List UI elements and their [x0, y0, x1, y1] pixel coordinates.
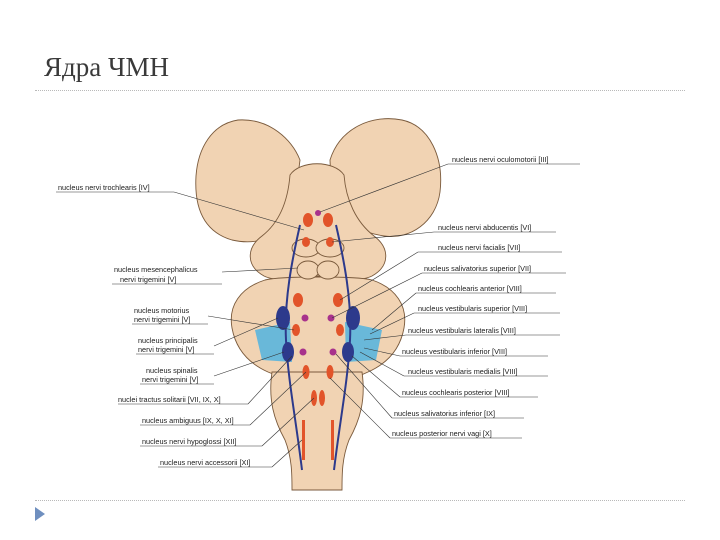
- superior-colliculus-right: [316, 260, 340, 280]
- abducens-nucleus-left: [302, 237, 310, 247]
- medulla: [270, 371, 364, 491]
- label-spinal-trigeminal-1: nucleus spinalis: [146, 366, 198, 375]
- salivatory-superior-left: [301, 314, 309, 322]
- label-cochlear-posterior: nucleus cochlearis posterior [VIII]: [402, 388, 509, 397]
- leader-r-8: [363, 347, 401, 357]
- leader-l-6: [247, 355, 293, 405]
- label-facial: nucleus nervi facialis [VII]: [438, 243, 520, 252]
- label-principal-trigeminal-1: nucleus principalis: [138, 336, 198, 345]
- salivatory-inferior-left: [299, 348, 307, 356]
- label-motor-trigeminal-2: nervi trigemini [V]: [134, 315, 190, 324]
- solitary-nucleus-right: [342, 342, 354, 362]
- leader-l-9: [271, 439, 303, 468]
- leader-r-12: [329, 377, 391, 439]
- trochlear-center: [315, 210, 321, 216]
- leader-l-7: [249, 371, 307, 426]
- label-vagus-posterior: nucleus posterior nervi vagi [X]: [392, 429, 492, 438]
- oculomotor-nucleus-right: [323, 213, 333, 227]
- accessory-left: [302, 420, 305, 460]
- label-mesencephalic-2: nervi trigemini [V]: [120, 275, 176, 284]
- leader-r-9: [359, 351, 405, 377]
- motor-trigeminal-left: [292, 324, 300, 336]
- autonomic-nuclei: [299, 210, 337, 356]
- oculomotor-nucleus-left: [303, 213, 313, 227]
- leader-r-7: [363, 334, 407, 341]
- label-salivatory-superior: nucleus salivatorius superior [VII]: [424, 264, 531, 273]
- ambiguus-right: [326, 365, 334, 379]
- label-oculomotor: nucleus nervi oculomotorii [III]: [452, 155, 549, 164]
- leader-l-5: [213, 351, 285, 377]
- label-principal-trigeminal-2: nervi trigemini [V]: [138, 345, 194, 354]
- top-divider: [35, 90, 685, 91]
- slide-title: Ядра ЧМН: [44, 52, 170, 82]
- leader-r-11: [335, 353, 393, 419]
- label-motor-trigeminal-1: nucleus motorius: [134, 306, 190, 315]
- bullet-triangle-icon: [35, 507, 45, 521]
- accessory-right: [331, 420, 334, 460]
- pons: [230, 276, 406, 381]
- label-ambiguus: nucleus ambiguus [IX, X, XI]: [142, 416, 234, 425]
- hypoglossal-right: [319, 390, 325, 406]
- label-vestibular-lateral: nucleus vestibularis lateralis [VIII]: [408, 326, 516, 335]
- labels-left: nucleus nervi trochlearis [IV] nucleus m…: [58, 183, 250, 467]
- leader-l-2: [221, 267, 299, 273]
- leader-r-4: [331, 272, 423, 319]
- facial-nucleus-left: [293, 293, 303, 307]
- right-vestibular-region: [345, 322, 382, 362]
- label-solitary-tract: nuclei tractus solitarii [VII, IX, X]: [118, 395, 221, 404]
- label-underlines: [56, 163, 580, 468]
- abducens-nucleus-right: [326, 237, 334, 247]
- label-vestibular-superior: nucleus vestibularis superior [VIII]: [418, 304, 527, 313]
- label-cochlear-anterior: nucleus cochlearis anterior [VIII]: [418, 284, 522, 293]
- label-mesencephalic-1: nucleus mesencephalicus: [114, 265, 198, 274]
- leader-r-2: [331, 231, 435, 243]
- salivatory-superior-right: [327, 314, 335, 322]
- motor-nuclei: [292, 213, 344, 460]
- label-spinal-trigeminal-2: nervi trigemini [V]: [142, 375, 198, 384]
- principal-trigeminal-right: [346, 306, 360, 330]
- leader-l-8: [261, 397, 315, 447]
- label-abducens: nucleus nervi abducentis [VI]: [438, 223, 531, 232]
- label-hypoglossal: nucleus nervi hypoglossi [XII]: [142, 437, 237, 446]
- leader-r-6: [369, 312, 415, 335]
- labels-right: nucleus nervi oculomotorii [III] nucleus…: [392, 155, 549, 438]
- facial-nucleus-right: [333, 293, 343, 307]
- leader-r-10: [351, 355, 401, 398]
- leader-r-5: [371, 292, 417, 331]
- mesencephalic-tract-right: [333, 224, 352, 471]
- principal-trigeminal-left: [276, 306, 290, 330]
- leader-r-1: [319, 163, 449, 213]
- label-salivatory-inferior: nucleus salivatorius inferior [IX]: [394, 409, 495, 418]
- superior-colliculus-left: [296, 260, 320, 280]
- mesencephalic-tract-left: [284, 224, 303, 471]
- sensory-tracts: [284, 224, 352, 471]
- leader-l-3: [207, 315, 295, 331]
- salivatory-inferior-right: [329, 348, 337, 356]
- leader-lines: [173, 163, 449, 468]
- bottom-divider: [35, 500, 685, 501]
- label-trochlear: nucleus nervi trochlearis [IV]: [58, 183, 150, 192]
- label-vestibular-medial: nucleus vestibularis medialis [VIII]: [408, 367, 518, 376]
- leader-r-3: [339, 251, 419, 301]
- leader-l-4: [213, 317, 279, 347]
- label-vestibular-inferior: nucleus vestibularis inferior [VIII]: [402, 347, 507, 356]
- leader-l-1: [173, 191, 305, 231]
- motor-trigeminal-right: [336, 324, 344, 336]
- label-accessory: nucleus nervi accessorii [XI]: [160, 458, 250, 467]
